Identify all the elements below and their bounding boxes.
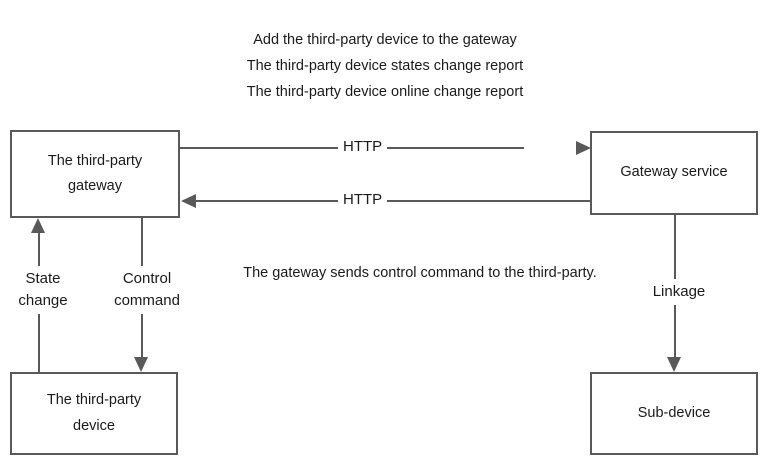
edge-label-state-change: State change	[4, 266, 82, 314]
edge-label-http-response: HTTP	[338, 189, 388, 211]
edge-label-control-command-line-2: command	[114, 291, 180, 309]
node-third-party-device: The third-party device	[10, 372, 178, 455]
edge-http-request-arrowhead	[576, 141, 591, 155]
edge-http-response-arrowhead	[181, 194, 196, 208]
edge-label-state-change-line-2: change	[18, 291, 68, 309]
edge-state-change-arrowhead	[31, 218, 45, 233]
node-third-party-device-line-1: The third-party	[46, 392, 142, 409]
top-annotation-block: Add the third-party device to the gatewa…	[160, 28, 610, 105]
node-third-party-gateway-line-1: The third-party	[47, 152, 143, 169]
edge-control-command-arrowhead	[134, 357, 148, 372]
top-annotation-line-3: The third-party device online change rep…	[246, 83, 524, 100]
node-third-party-gateway-line-2: gateway	[67, 178, 122, 194]
node-gateway-service: Gateway service	[590, 131, 758, 215]
edge-http-response-line	[196, 200, 592, 202]
node-gateway-service-label: Gateway service	[620, 164, 728, 181]
top-annotation-line-2: The third-party device states change rep…	[246, 57, 524, 74]
node-third-party-device-line-2: device	[73, 417, 115, 434]
edge-label-control-command-line-1: Control	[122, 270, 172, 287]
edge-label-state-change-line-1: State	[25, 270, 61, 287]
node-sub-device: Sub-device	[590, 372, 758, 455]
top-annotation-line-1: Add the third-party device to the gatewa…	[253, 32, 517, 48]
edge-linkage-arrowhead	[667, 357, 681, 372]
edge-label-http-request: HTTP	[338, 136, 388, 158]
edge-label-linkage: Linkage	[644, 279, 714, 305]
node-sub-device-label: Sub-device	[637, 404, 711, 421]
node-third-party-gateway: The third-party gateway	[10, 130, 180, 218]
edge-label-control-command: Control command	[101, 266, 193, 314]
center-annotation: The gateway sends control command to the…	[243, 265, 597, 281]
